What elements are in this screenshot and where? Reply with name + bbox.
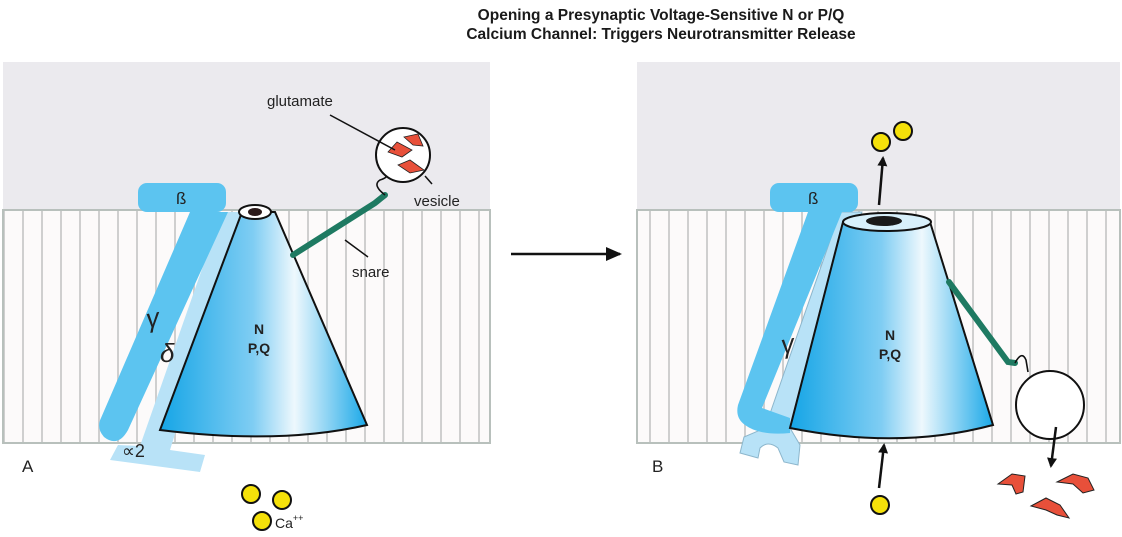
panel-b-label: B xyxy=(652,457,663,476)
panel-a: ß N P,Q γ δ ∝2 glutamate vesicle snare A… xyxy=(2,62,491,531)
calcium-symbol: Ca xyxy=(275,515,293,531)
snare-label: snare xyxy=(352,264,390,281)
glutamate-molecule xyxy=(996,473,1026,495)
glutamate-label: glutamate xyxy=(267,93,333,110)
calcium-ion xyxy=(893,121,913,141)
beta-subunit-b xyxy=(770,183,858,212)
alpha2-delta-subunit-a xyxy=(110,212,244,472)
vesicle-leader-line xyxy=(424,175,433,185)
vesicle-label: vesicle xyxy=(414,193,460,210)
title-line-2: Calcium Channel: Triggers Neurotransmitt… xyxy=(466,26,856,43)
channel-type-n-a: N xyxy=(254,321,264,337)
calcium-channel-b xyxy=(788,221,995,440)
title-line-1: Opening a Presynaptic Voltage-Sensitive … xyxy=(477,7,845,24)
panel-a-label: A xyxy=(22,457,34,476)
gamma-subunit-b xyxy=(737,212,842,434)
calcium-exit-arrow xyxy=(877,156,888,206)
calcium-entry-arrow xyxy=(877,443,889,489)
pore-opening-a xyxy=(248,208,262,216)
calcium-ion xyxy=(870,495,890,515)
channel-type-n-b: N xyxy=(885,327,895,343)
glutamate-molecule xyxy=(403,133,424,147)
panel-b: ß N P,Q γ B xyxy=(636,62,1121,519)
alpha2-label-a: ∝2 xyxy=(122,441,145,461)
calcium-channel-a xyxy=(158,211,369,438)
glutamate-molecule xyxy=(387,141,413,158)
beta-subunit-a xyxy=(138,183,226,212)
gamma-subunit-a xyxy=(99,212,228,442)
snare-protein-b xyxy=(946,279,1018,366)
calcium-ion xyxy=(272,490,292,510)
calcium-ion xyxy=(871,132,891,152)
figure-title: Opening a Presynaptic Voltage-Sensitive … xyxy=(0,6,1122,44)
snare-protein-a xyxy=(290,192,388,258)
glutamate-molecule xyxy=(397,159,425,174)
beta-label-b: ß xyxy=(808,189,818,208)
glutamate-molecule xyxy=(1029,497,1071,519)
snare-link-b xyxy=(1014,354,1029,373)
glutamate-leader-line xyxy=(329,114,396,151)
calcium-charge: ++ xyxy=(293,513,304,523)
channel-type-pq-a: P,Q xyxy=(248,340,270,356)
calcium-label: Ca++ xyxy=(275,513,303,531)
snare-leader-line xyxy=(344,239,369,258)
calcium-ion xyxy=(252,511,272,531)
beta-label-a: ß xyxy=(176,189,186,208)
calcium-ion xyxy=(241,484,261,504)
delta-label-a: δ xyxy=(160,338,175,368)
glutamate-release-arrow xyxy=(1047,426,1058,468)
glutamate-molecule xyxy=(1055,473,1095,494)
pore-opening-b xyxy=(866,216,902,226)
channel-type-pq-b: P,Q xyxy=(879,346,901,362)
vesicle-b xyxy=(1015,370,1085,440)
